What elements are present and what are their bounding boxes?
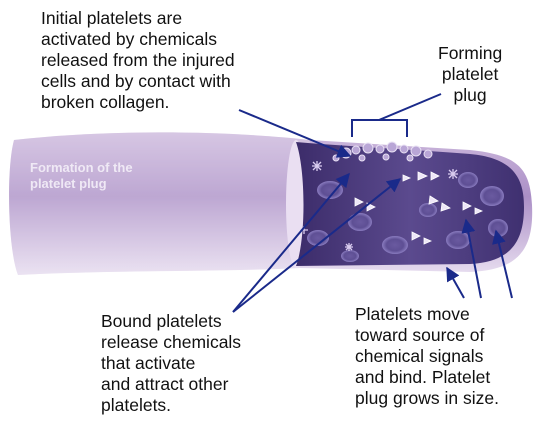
vessel-title: Formation of the platelet plug [30, 160, 133, 192]
vessel-tube [9, 132, 532, 275]
label-platelets-move: Platelets move toward source of chemical… [355, 304, 499, 409]
plug-bracket [352, 94, 441, 137]
label-bound-platelets: Bound platelets release chemicals that a… [101, 311, 241, 416]
label-initial-platelets: Initial platelets are activated by chemi… [41, 8, 235, 113]
label-forming-plug: Forming platelet plug [438, 43, 502, 106]
